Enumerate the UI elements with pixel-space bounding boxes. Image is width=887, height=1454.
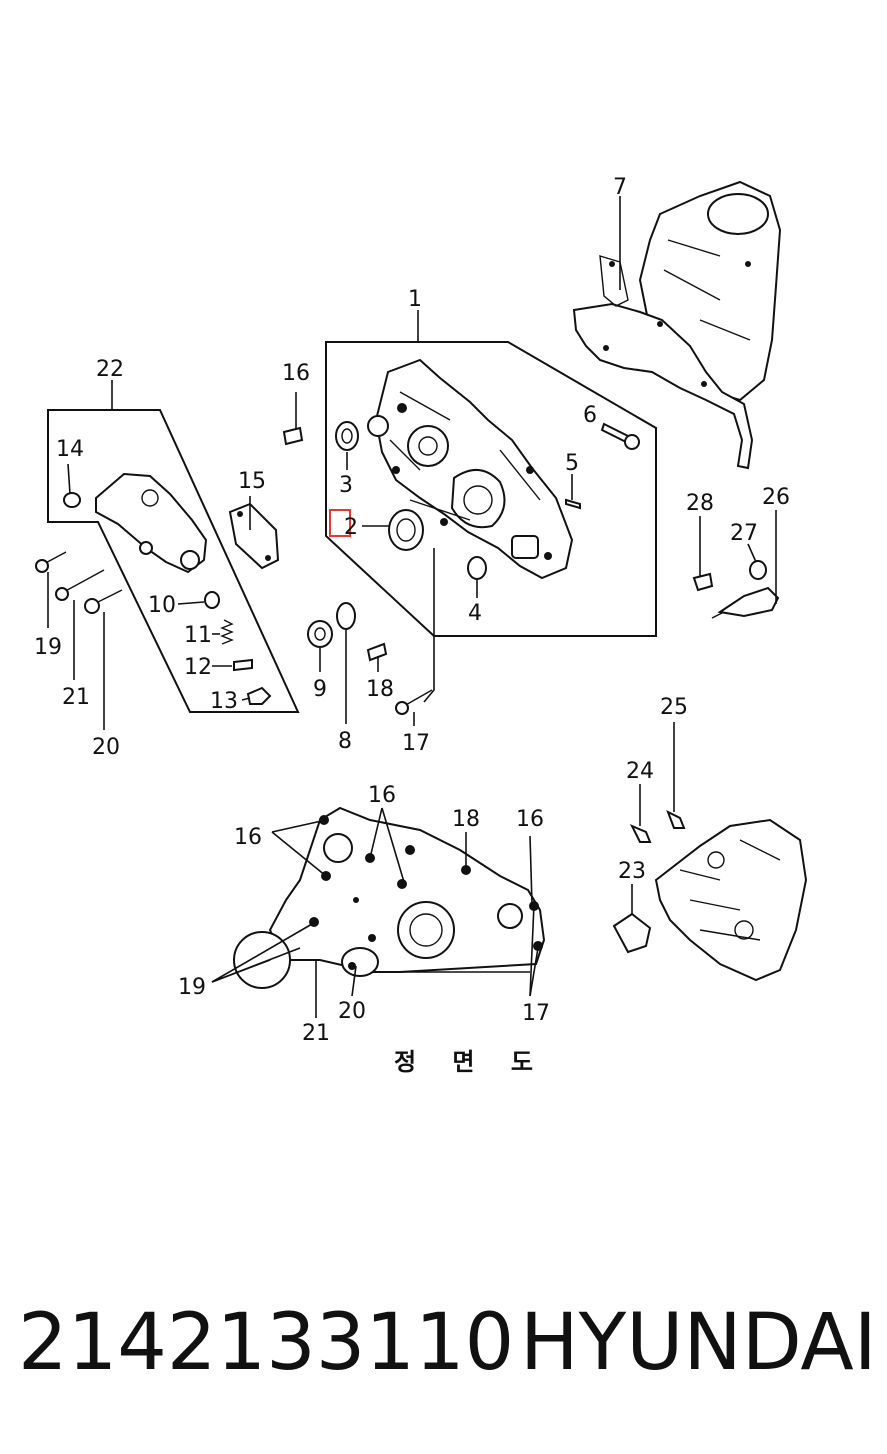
sensor-part-26 [711, 586, 780, 619]
callout-23: 23 [618, 859, 646, 884]
gasket-part-15 [228, 502, 280, 570]
callout-28: 28 [686, 491, 714, 516]
callout-21: 21 [62, 685, 90, 710]
callout-6: 6 [583, 403, 597, 428]
callout-13: 13 [210, 689, 238, 714]
bolt-part-5 [565, 498, 581, 510]
sensor-part-28 [692, 572, 714, 592]
plug-part-13 [246, 686, 272, 705]
callout-18: 18 [366, 677, 394, 702]
bolt-part-6 [600, 422, 640, 450]
bolt-part-17 [395, 689, 433, 715]
o-ring-part-8 [336, 602, 356, 630]
callout-25: 25 [660, 695, 688, 720]
front-view-callout-16-right: 16 [516, 807, 544, 832]
callout-3: 3 [339, 473, 353, 498]
front-view-drawing [233, 806, 546, 989]
highlighted-callout-box [329, 509, 351, 537]
part-number-label: 2142133110 [18, 1298, 515, 1388]
bolt-part-21 [55, 569, 105, 601]
callout-4: 4 [468, 601, 482, 626]
front-view-caption: 정 면 도 [394, 1048, 547, 1076]
front-view-callout-21: 21 [302, 1021, 330, 1046]
callout-22: 22 [96, 357, 124, 382]
washer-part-27 [749, 560, 767, 580]
callout-12: 12 [184, 655, 212, 680]
bolt-part-19 [35, 551, 67, 573]
front-case-part [367, 358, 574, 580]
front-view-callout-16-top: 16 [368, 783, 396, 808]
plug-part-4 [467, 556, 487, 580]
callout-26: 26 [762, 485, 790, 510]
front-view-callout-18: 18 [452, 807, 480, 832]
callout-15: 15 [238, 469, 266, 494]
bolt-part-25 [666, 809, 686, 829]
callout-10: 10 [148, 593, 176, 618]
front-view-callout-19: 19 [178, 975, 206, 1000]
engine-block-lower-part [654, 818, 808, 982]
callout-16: 16 [282, 361, 310, 386]
plug-part-14 [63, 492, 81, 508]
callout-14: 14 [56, 437, 84, 462]
callout-8: 8 [338, 729, 352, 754]
sensor-part-23 [612, 912, 652, 954]
assembly-frame-22 [47, 409, 300, 713]
nut-part-9 [307, 620, 333, 648]
bolt-part-18 [366, 642, 388, 662]
assembly-frame-1 [325, 341, 657, 637]
brand-label: HYUNDAI [520, 1298, 877, 1388]
front-view-callout-17: 17 [522, 1001, 550, 1026]
engine-block-part-7 [572, 180, 782, 470]
callout-2: 2 [344, 515, 358, 540]
callout-9: 9 [313, 677, 327, 702]
callout-24: 24 [626, 759, 654, 784]
callout-7: 7 [613, 175, 627, 200]
bolt-part-24 [629, 824, 652, 843]
oil-pump-body-part [95, 472, 208, 574]
callout-20: 20 [92, 735, 120, 760]
callout-11: 11 [184, 623, 212, 648]
callout-1: 1 [408, 287, 422, 312]
front-view-callout-16-left: 16 [234, 825, 262, 850]
plunger-part-12 [233, 658, 253, 672]
oil-seal-part-2 [388, 509, 424, 551]
bolt-part-16 [282, 426, 304, 446]
front-view-callout-20: 20 [338, 999, 366, 1024]
callout-5: 5 [565, 451, 579, 476]
bolt-part-20 [84, 589, 123, 614]
callout-27: 27 [730, 521, 758, 546]
callout-17: 17 [402, 731, 430, 756]
plug-part-10 [204, 591, 220, 609]
callout-19: 19 [34, 635, 62, 660]
spring-part-11 [220, 619, 234, 645]
oil-seal-part-3 [335, 421, 359, 451]
